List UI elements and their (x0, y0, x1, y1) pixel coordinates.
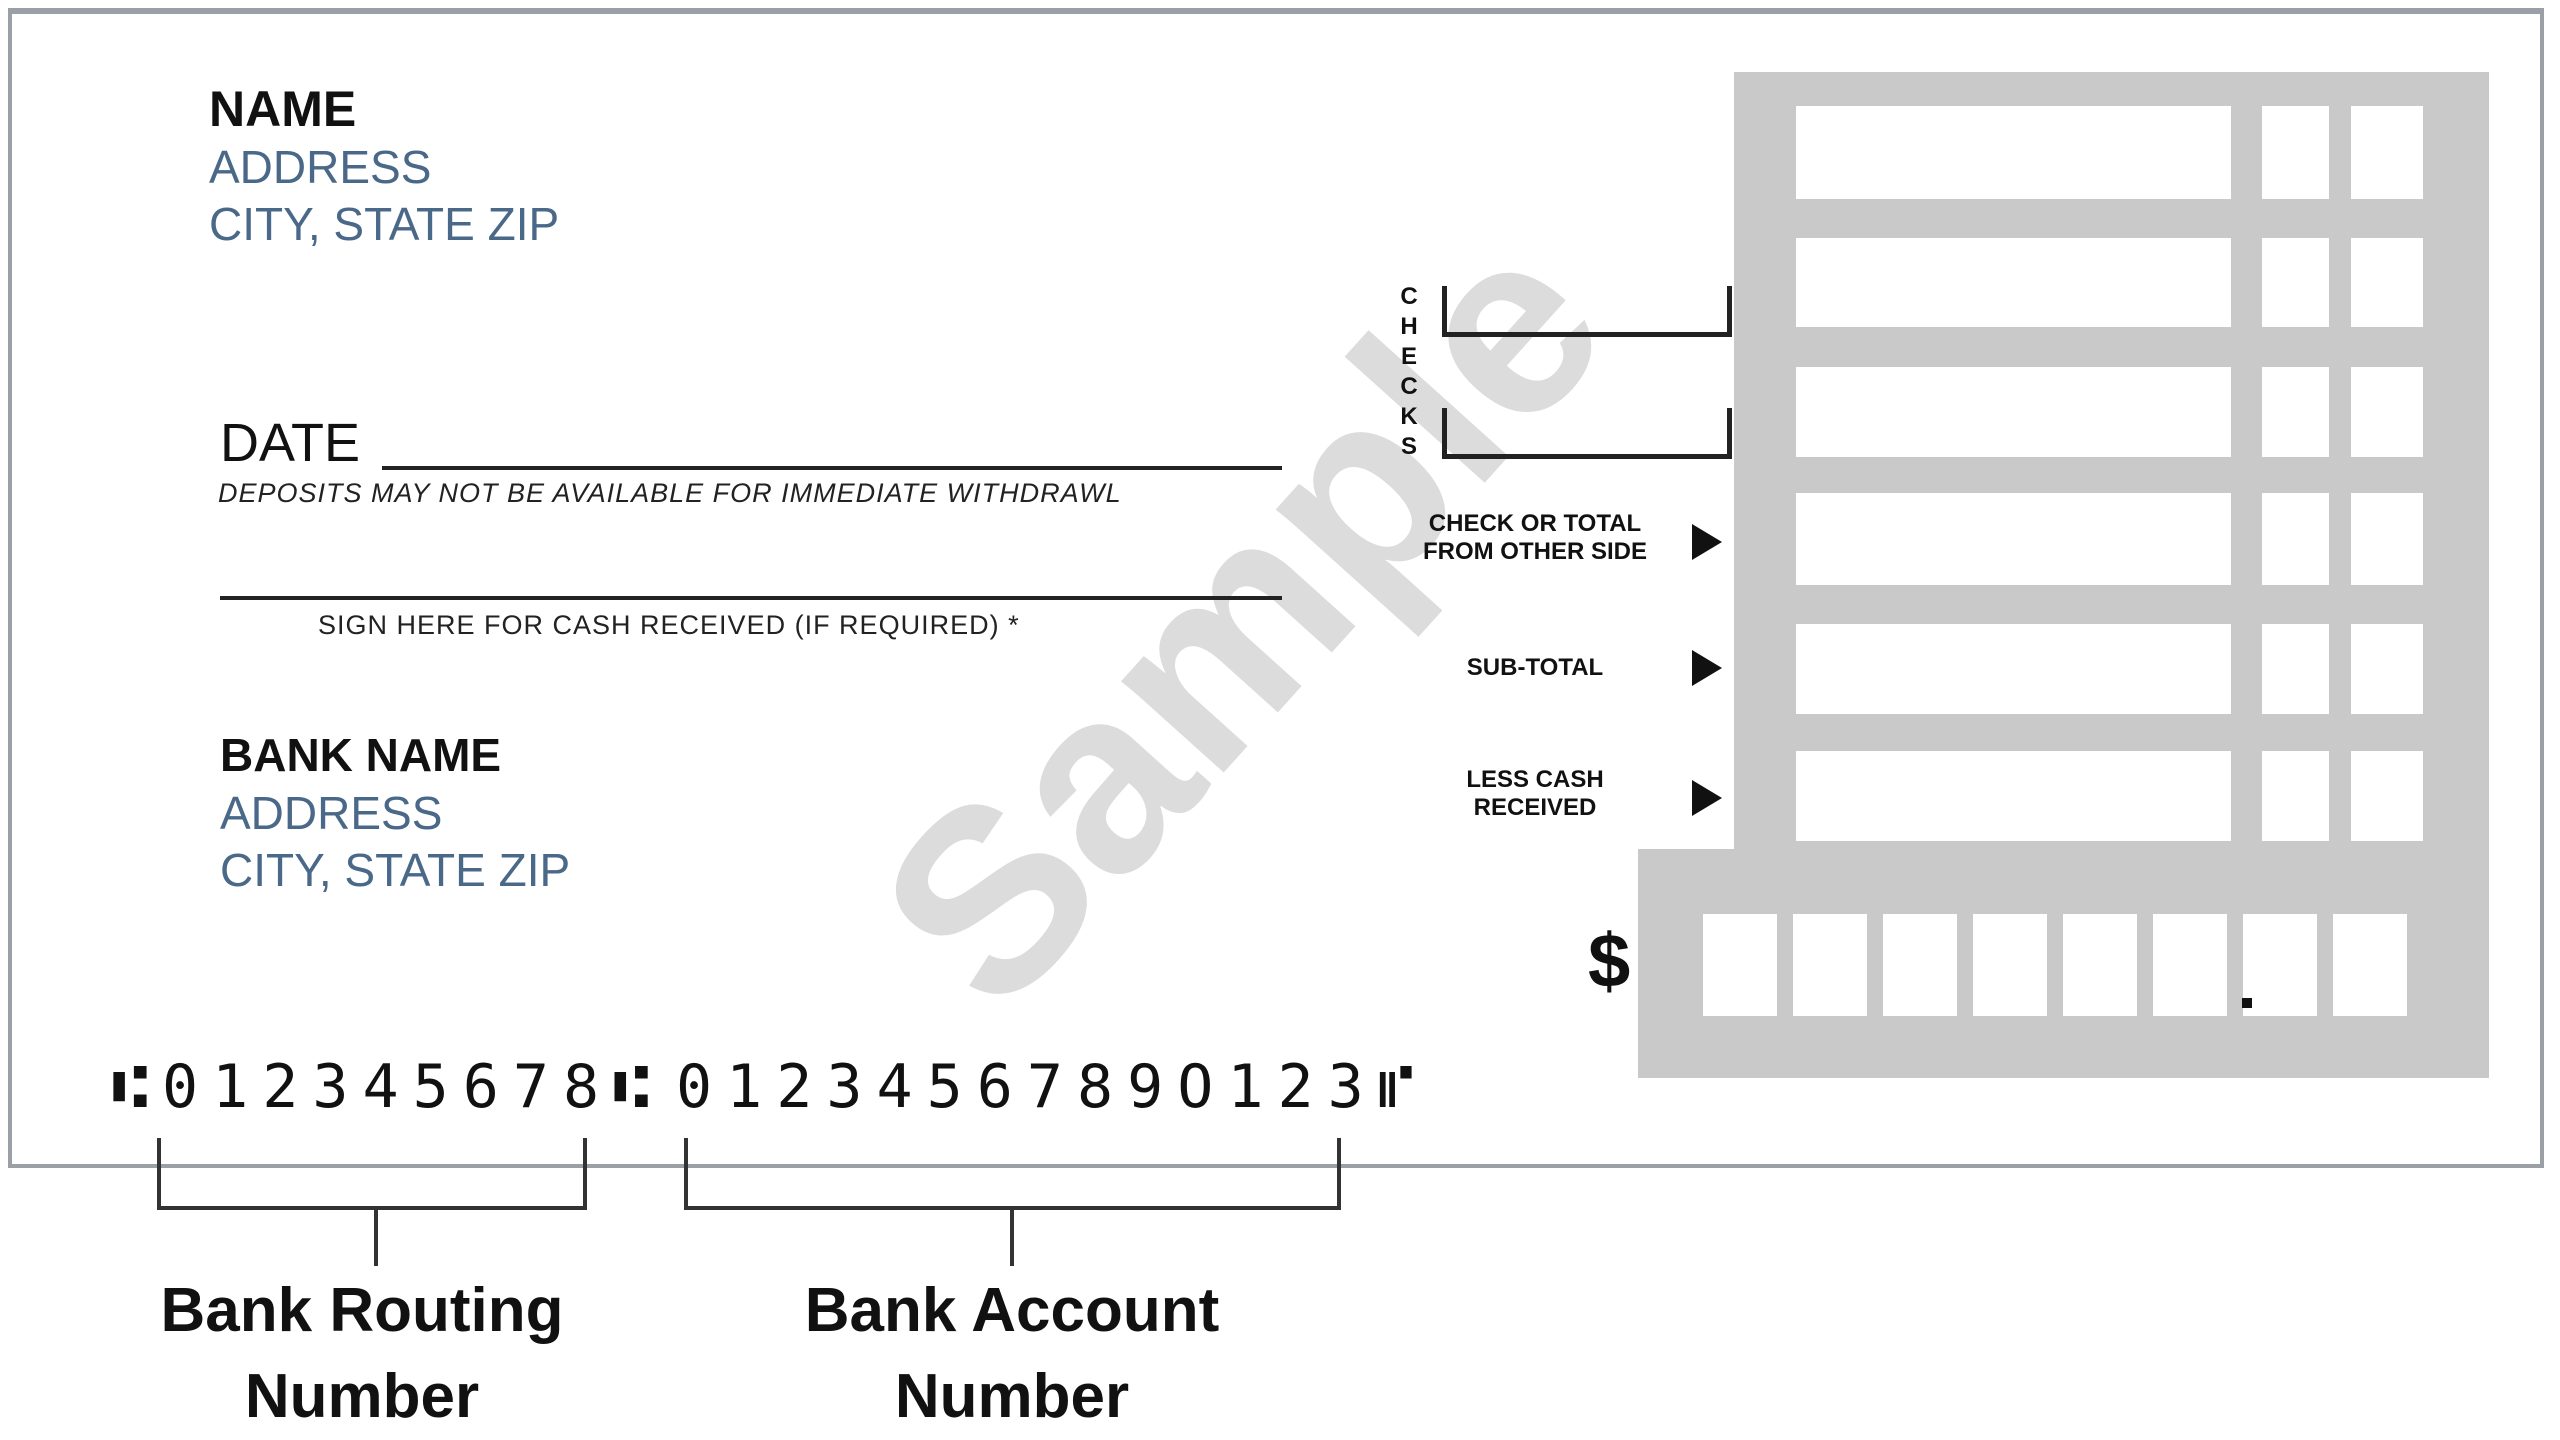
total-digit-cell[interactable] (1703, 914, 1777, 1016)
arrow-right-icon (1692, 780, 1722, 816)
account-bracket (1337, 1138, 1341, 1210)
date-label: DATE (220, 413, 361, 473)
amount-cell[interactable] (2262, 751, 2329, 841)
account-bracket (684, 1138, 688, 1210)
deposit-slip (8, 8, 2544, 1168)
amount-cell[interactable] (1796, 238, 2231, 327)
amount-box (1734, 72, 2489, 862)
bank-address: ADDRESS (220, 787, 443, 839)
micr-account: 0123456789O123⑈ (676, 1052, 1428, 1122)
signature-field[interactable] (220, 596, 1282, 600)
deposit-notice: DEPOSITS MAY NOT BE AVAILABLE FOR IMMEDI… (218, 478, 1122, 508)
account-bracket (1010, 1206, 1014, 1266)
amount-cell[interactable] (2262, 106, 2329, 199)
less-cash-label: LESS CASH RECEIVED (1466, 766, 1604, 821)
amount-cell[interactable] (1796, 106, 2231, 199)
checks-letter: H (1400, 313, 1418, 340)
dollar-sign: $ (1588, 919, 1631, 1004)
bank-city: CITY, STATE ZIP (220, 844, 571, 896)
amount-cell[interactable] (1796, 751, 2231, 841)
routing-callout: Bank Routing Number (160, 1276, 564, 1431)
amount-cell[interactable] (2262, 238, 2329, 327)
check-total-label: CHECK OR TOTAL FROM OTHER SIDE (1422, 510, 1647, 565)
routing-bracket (157, 1138, 161, 1210)
amount-cell[interactable] (2351, 751, 2423, 841)
checks-letter: S (1400, 433, 1417, 460)
amount-cell[interactable] (2351, 367, 2423, 457)
amount-cell[interactable] (2262, 493, 2329, 585)
arrow-right-icon (1692, 650, 1722, 686)
total-digit-cell[interactable] (2063, 914, 2137, 1016)
checks-label: C H E C K S (1396, 282, 1422, 462)
account-holder-name: NAME (209, 81, 357, 137)
total-digit-cell[interactable] (2243, 914, 2317, 1016)
amount-cell[interactable] (1796, 493, 2231, 585)
bank-name: BANK NAME (220, 729, 502, 781)
checks-letter: K (1400, 403, 1418, 430)
account-holder-address: ADDRESS (209, 141, 432, 193)
amount-cell[interactable] (1796, 367, 2231, 457)
signature-label: SIGN HERE FOR CASH RECEIVED (IF REQUIRED… (318, 610, 1020, 640)
arrow-right-icon (1692, 524, 1722, 560)
total-digit-cell[interactable] (2153, 914, 2227, 1016)
check-entry-2[interactable] (1442, 408, 1732, 459)
checks-letter: C (1400, 283, 1418, 310)
account-callout: Bank Account Number (804, 1276, 1220, 1431)
total-digit-cell[interactable] (1883, 914, 1957, 1016)
subtotal-label: SUB-TOTAL (1466, 654, 1604, 681)
amount-cell[interactable] (2351, 238, 2423, 327)
decimal-point (2242, 998, 2252, 1008)
amount-cell[interactable] (2262, 367, 2329, 457)
amount-cell[interactable] (2351, 624, 2423, 714)
checks-letter: E (1400, 343, 1417, 370)
amount-cell[interactable] (2351, 106, 2423, 199)
routing-bracket (374, 1206, 378, 1266)
account-holder-city: CITY, STATE ZIP (209, 198, 560, 250)
amount-cell[interactable] (2351, 493, 2423, 585)
checks-letter: C (1400, 373, 1418, 400)
total-digit-cell[interactable] (1793, 914, 1867, 1016)
micr-routing: ⑆012345678⑆ (112, 1052, 664, 1122)
routing-bracket (583, 1138, 587, 1210)
amount-cell[interactable] (1796, 624, 2231, 714)
total-digit-cell[interactable] (2333, 914, 2407, 1016)
date-field[interactable] (382, 466, 1282, 470)
check-entry-1[interactable] (1442, 286, 1732, 337)
total-digit-cell[interactable] (1973, 914, 2047, 1016)
amount-cell[interactable] (2262, 624, 2329, 714)
routing-bracket (157, 1206, 587, 1210)
